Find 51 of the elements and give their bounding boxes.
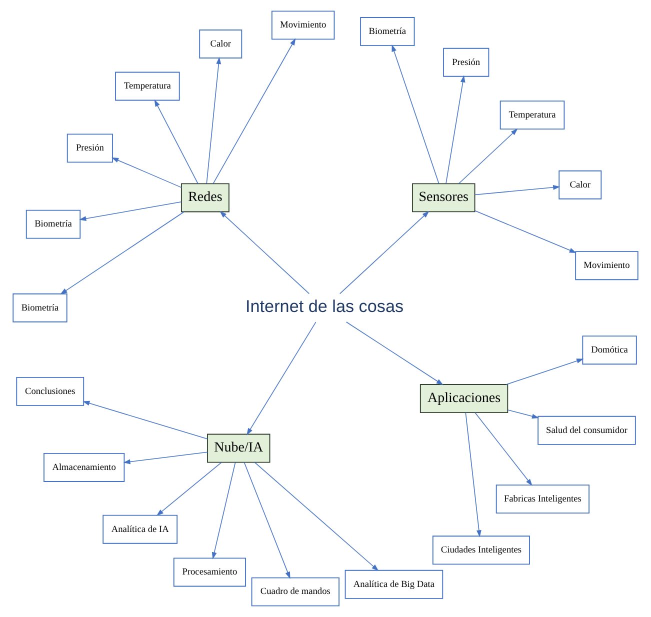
node-box: Redes (180, 183, 230, 212)
arrow (458, 128, 518, 184)
arrow (508, 410, 540, 419)
node-box: Calor (558, 170, 602, 200)
node-box: Aplicaciones (420, 384, 508, 414)
arrow (474, 210, 576, 254)
arrow (79, 202, 182, 221)
node-text: Internet de las cosas (246, 296, 404, 316)
node-box: Temperatura (115, 72, 180, 101)
arrow (212, 462, 236, 560)
node-box: Sensores (412, 183, 476, 212)
arrow (474, 412, 532, 486)
node-box: Biometría (360, 17, 415, 46)
arrow (474, 184, 560, 196)
arrow (506, 358, 584, 385)
arrow (244, 462, 290, 579)
node-box: Presión (66, 134, 114, 163)
node-box: Temperatura (500, 100, 565, 130)
arrow (220, 211, 310, 294)
arrow (246, 322, 316, 436)
arrow (123, 452, 208, 464)
arrow (112, 157, 182, 188)
node-box: Domótica (582, 336, 637, 365)
node-box: Analítica de IA (102, 514, 178, 544)
node-box: Conclusiones (16, 376, 84, 406)
arrow (206, 56, 222, 184)
arrow (156, 462, 222, 516)
node-box: Nube/IA (207, 434, 270, 463)
node-box: Fabricas Inteligentes (496, 484, 590, 514)
node-box: Almacenamiento (44, 452, 125, 482)
arrow (392, 44, 440, 184)
node-box: Movimiento (575, 251, 638, 280)
arrow (60, 212, 184, 294)
node-box: Salud del consumidor (538, 416, 636, 445)
node-box: Cuadro de mandos (251, 577, 340, 606)
arrow (212, 38, 296, 184)
arrow (465, 412, 482, 538)
arrow (254, 462, 379, 572)
node-box: Presión (443, 48, 490, 77)
arrow (346, 322, 444, 386)
arrow (339, 211, 430, 294)
arrow (154, 100, 198, 184)
node-box: Ciudades Inteligentes (432, 536, 530, 565)
arrow (82, 400, 208, 440)
arrow (446, 75, 466, 184)
node-box: Biometría (26, 210, 81, 239)
node-box: Biometría (12, 293, 68, 322)
node-box: Movimiento (271, 10, 335, 40)
node-box: Procesamiento (173, 558, 246, 587)
node-box: Calor (199, 30, 242, 58)
node-box: Analítica de Big Data (344, 570, 444, 599)
